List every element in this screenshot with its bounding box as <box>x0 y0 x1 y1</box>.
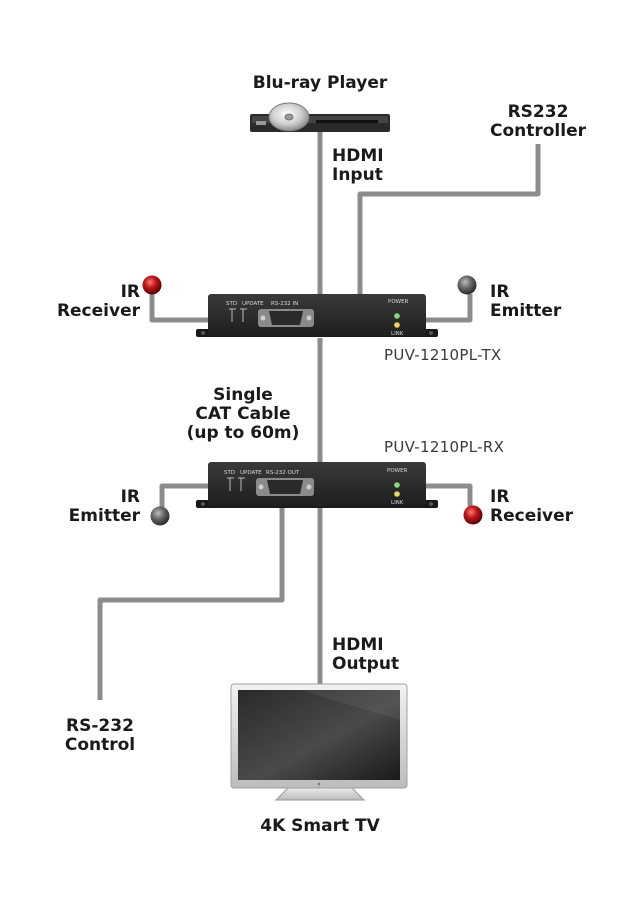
ir-receiver-tx-cable <box>149 288 210 323</box>
tx-std-label: STD <box>226 301 237 307</box>
ir-emitter-tx-bulb <box>457 275 477 295</box>
bluray-player-label: Blu-ray Player <box>252 73 388 93</box>
ir-emitter-rx-cable <box>159 483 210 514</box>
rx-rs232-port <box>256 478 314 496</box>
ir-receiver-tx-line-1: IR <box>120 282 140 302</box>
ir-receiver-tx-bulb <box>142 275 162 295</box>
cables <box>97 128 541 700</box>
tx-link-led <box>394 322 400 328</box>
rx-device: STD UPDATE RS-232 OUT POWER LINK <box>196 462 438 508</box>
bluray-player <box>250 102 390 132</box>
rs232-control-line-2: Control <box>64 735 136 755</box>
cat-cable-label: Single CAT Cable (up to 60m) <box>178 386 308 443</box>
tx-rs232-port <box>258 309 314 327</box>
hdmi-input-line-1: HDMI <box>332 146 384 166</box>
hdmi-input-label: HDMI Input <box>332 147 384 185</box>
rx-port-label: RS-232 OUT <box>266 470 300 476</box>
ir-emitter-tx-label: IR Emitter <box>490 283 561 321</box>
rs232-controller-line-2: Controller <box>489 121 586 141</box>
rs232-controller-label: RS232 Controller <box>478 103 598 141</box>
tx-update-label: UPDATE <box>242 301 264 307</box>
model-rx-label: PUV-1210PL-RX <box>384 438 505 456</box>
hdmi-output-label: HDMI Output <box>332 636 399 674</box>
rx-link-led <box>394 491 400 497</box>
tx-power-led <box>394 313 400 319</box>
ir-emitter-tx-line-1: IR <box>490 282 510 302</box>
ir-emitter-tx-line-2: Emitter <box>490 301 562 321</box>
rs232-control-line-1: RS-232 <box>66 716 134 736</box>
cat-cable-line-1: Single <box>213 385 273 405</box>
hdmi-input-line-2: Input <box>332 165 383 185</box>
ir-receiver-rx-line-2: Receiver <box>490 506 574 526</box>
tx-port-label: RS-232 IN <box>271 301 298 307</box>
rx-update-label: UPDATE <box>240 470 262 476</box>
ir-emitter-rx-line-2: Emitter <box>68 506 140 526</box>
rx-link-label: LINK <box>391 500 404 506</box>
rs232-control-label: RS-232 Control <box>50 717 150 755</box>
cat-cable-line-3: (up to 60m) <box>186 423 300 443</box>
smart-tv-label: 4K Smart TV <box>260 816 380 836</box>
rs232-control-cable <box>97 508 285 700</box>
hdmi-output-line-2: Output <box>332 654 400 674</box>
rx-power-label: POWER <box>387 468 408 474</box>
ir-emitter-rx-line-1: IR <box>120 487 140 507</box>
tx-power-label: POWER <box>388 299 409 305</box>
ir-emitter-rx-label: IR Emitter <box>40 488 140 526</box>
model-tx-label: PUV-1210PL-TX <box>384 346 502 364</box>
tx-link-label: LINK <box>391 331 404 337</box>
ir-receiver-tx-line-2: Receiver <box>56 301 140 321</box>
rs232-controller-line-1: RS232 <box>507 102 569 122</box>
ir-emitter-rx-bulb <box>150 506 170 526</box>
smart-tv <box>230 683 408 801</box>
rs232-controller-cable <box>357 144 541 296</box>
ir-emitter-tx-cable <box>425 294 473 323</box>
rx-power-led <box>394 482 400 488</box>
ir-receiver-rx-bulb <box>463 505 483 525</box>
ir-receiver-tx-label: IR Receiver <box>40 283 140 321</box>
ir-receiver-rx-label: IR Receiver <box>490 488 573 526</box>
rx-std-label: STD <box>224 470 235 476</box>
cat-cable-line-2: CAT Cable <box>195 404 291 424</box>
tx-device: STD UPDATE RS-232 IN POWER LINK <box>196 294 438 337</box>
hdmi-output-line-1: HDMI <box>332 635 384 655</box>
ir-receiver-rx-cable <box>425 483 473 513</box>
ir-receiver-rx-line-1: IR <box>490 487 510 507</box>
